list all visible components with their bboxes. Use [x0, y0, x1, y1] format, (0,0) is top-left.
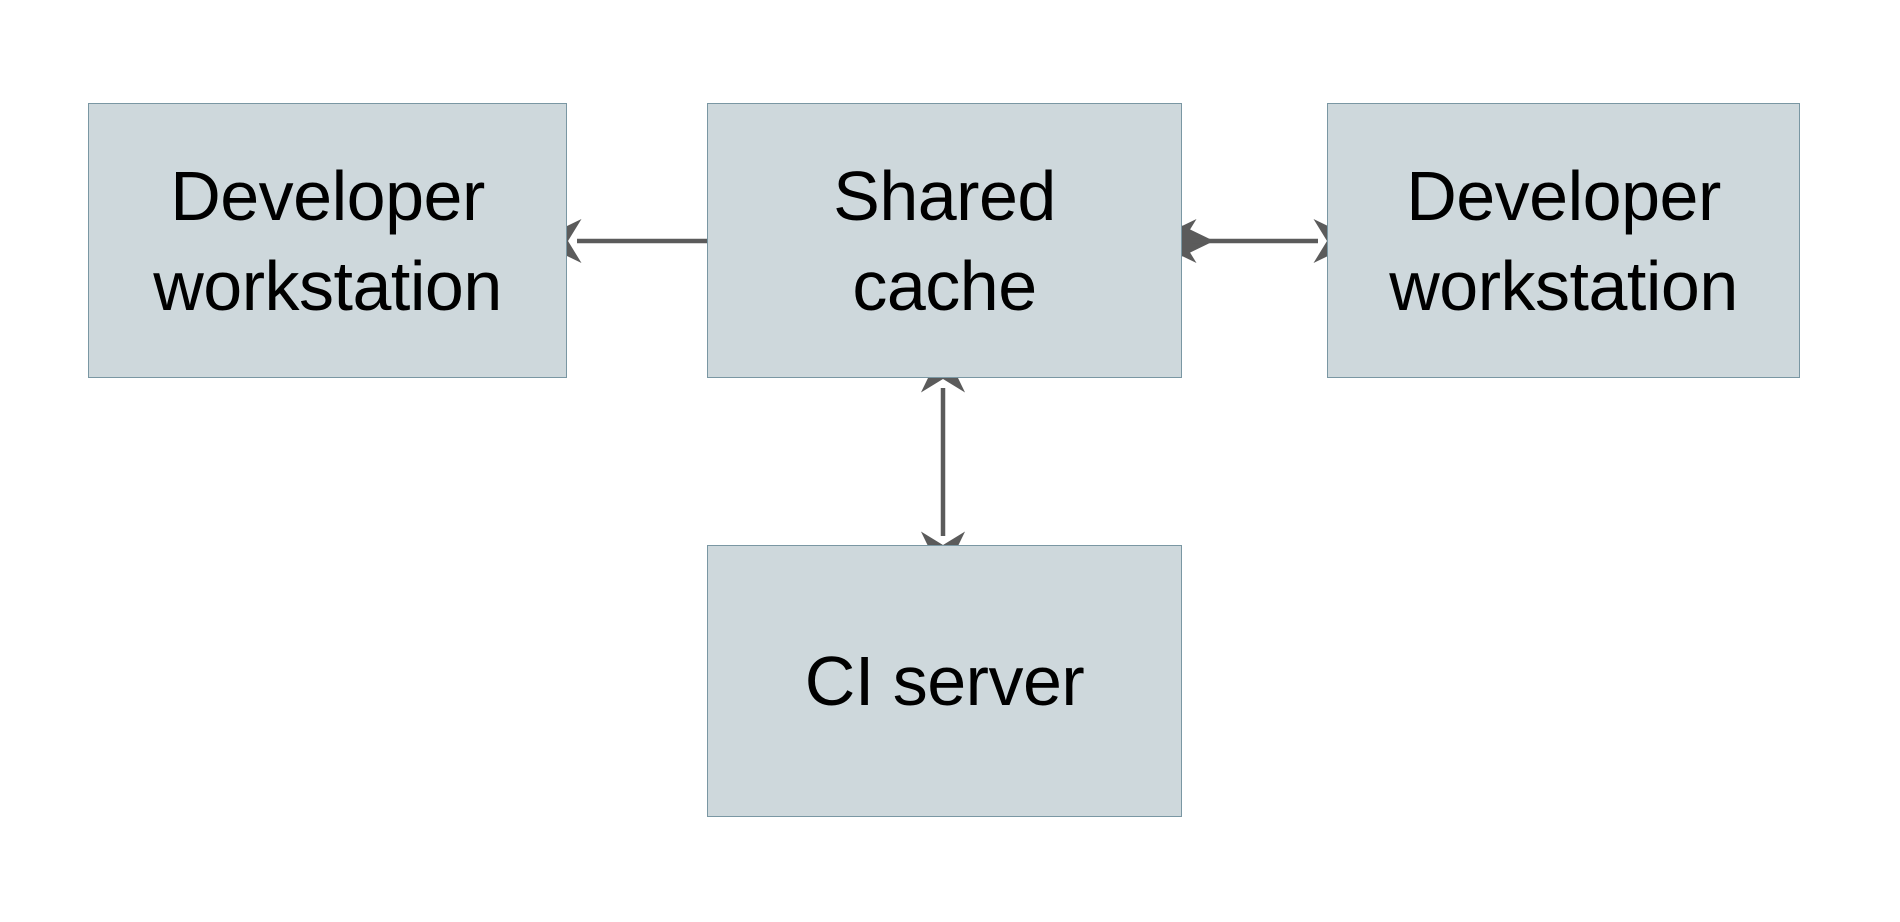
node-label: Developer workstation: [1389, 156, 1738, 325]
node-label: Shared cache: [833, 156, 1056, 325]
node-ci-server[interactable]: CI server: [707, 545, 1182, 817]
node-developer-workstation-left[interactable]: Developer workstation: [88, 103, 567, 378]
node-label: Developer workstation: [153, 156, 502, 325]
node-label: CI server: [804, 642, 1085, 720]
node-shared-cache[interactable]: Shared cache: [707, 103, 1182, 378]
node-developer-workstation-right[interactable]: Developer workstation: [1327, 103, 1800, 378]
